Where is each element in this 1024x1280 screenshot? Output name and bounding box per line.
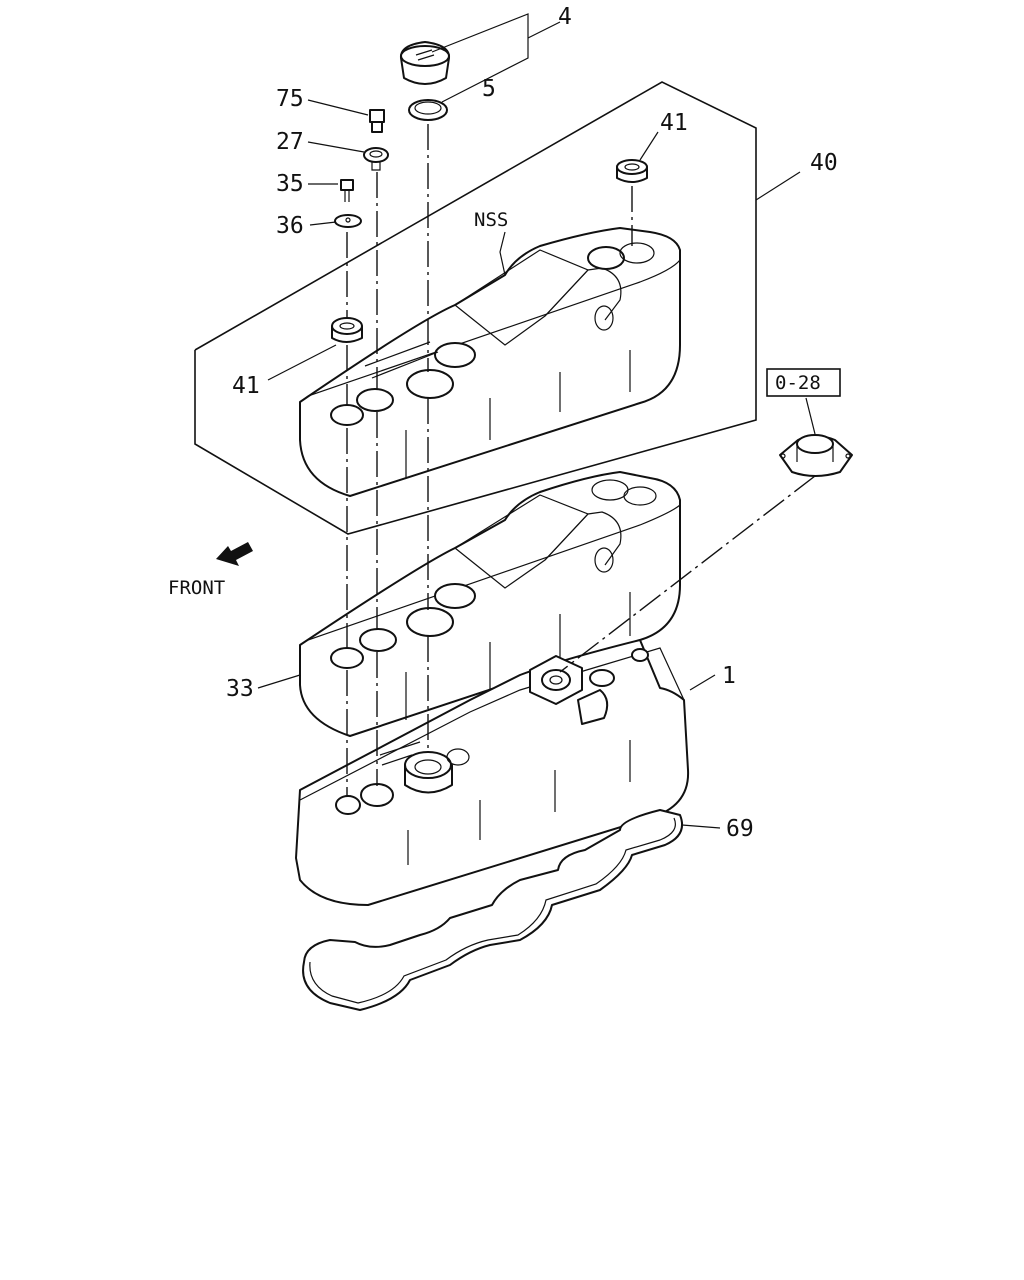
bolt-75 bbox=[369, 109, 385, 133]
callout-oil-cap: 4 bbox=[558, 4, 572, 30]
callout-gasket: 69 bbox=[726, 816, 754, 842]
washer-36 bbox=[334, 214, 362, 228]
upper-cover bbox=[299, 227, 681, 497]
alignment-lines bbox=[346, 124, 816, 796]
breather-0-28 bbox=[779, 434, 853, 477]
gasket-69 bbox=[302, 809, 684, 1011]
arrow-down-left-icon bbox=[216, 542, 253, 566]
grommet-41-right bbox=[616, 159, 648, 183]
head-cover-1 bbox=[295, 639, 690, 906]
seal-washer-27 bbox=[363, 147, 389, 171]
callout-nss: NSS bbox=[474, 209, 508, 231]
callout-bolt: 75 bbox=[276, 86, 304, 112]
callout-screw: 35 bbox=[276, 171, 304, 197]
assembly-40-outline bbox=[194, 81, 757, 535]
callout-cover-assembly: 40 bbox=[810, 150, 838, 176]
callout-grommet-right: 41 bbox=[660, 110, 688, 136]
ref-box-label: 0-28 bbox=[775, 372, 821, 394]
insulator-33 bbox=[299, 471, 681, 737]
callout-cap-seal: 5 bbox=[482, 76, 496, 102]
leader-lines bbox=[257, 13, 816, 829]
cap-seal-5 bbox=[408, 99, 448, 121]
oil-cap-4 bbox=[399, 41, 451, 85]
front-label: FRONT bbox=[168, 577, 225, 599]
grommet-41-left bbox=[331, 317, 363, 343]
callout-seal-washer: 27 bbox=[276, 129, 304, 155]
ref-box bbox=[766, 368, 841, 397]
callout-washer: 36 bbox=[276, 213, 304, 239]
screw-35 bbox=[340, 179, 354, 202]
callout-insulator: 33 bbox=[226, 676, 254, 702]
callout-grommet-left: 41 bbox=[232, 373, 260, 399]
callout-head-cover: 1 bbox=[722, 663, 736, 689]
